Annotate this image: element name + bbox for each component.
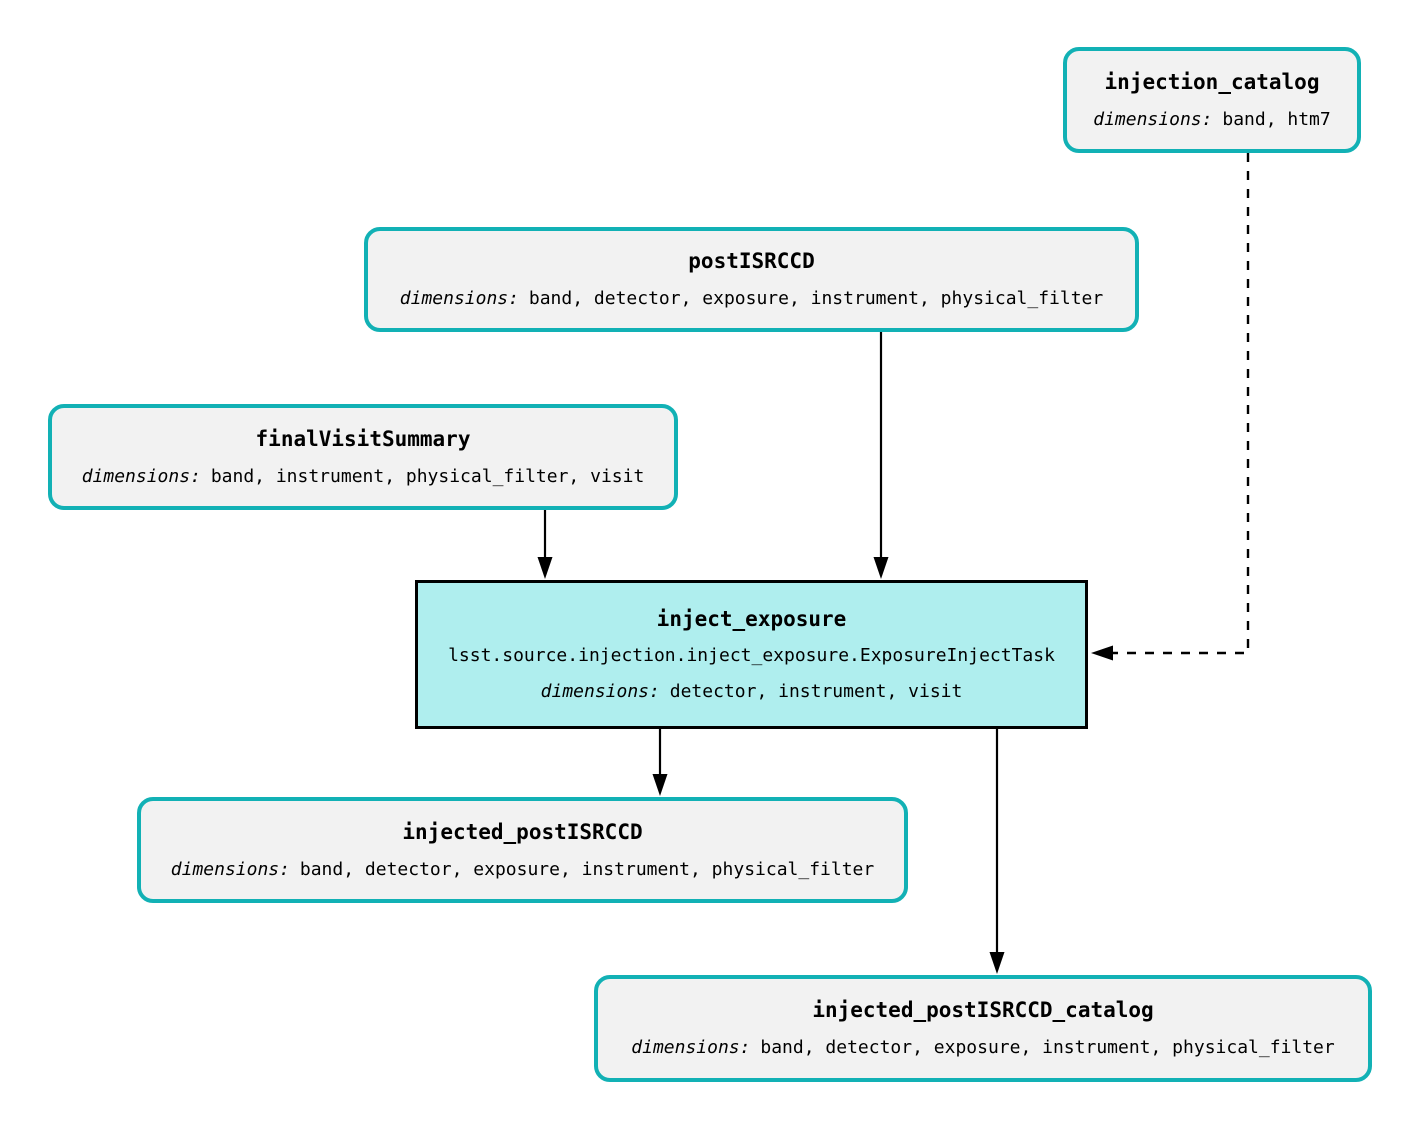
dimensions-value: band, detector, exposure, instrument, ph…: [760, 1037, 1335, 1058]
node-injected-postisrccd-catalog: injected_postISRCCD_catalog dimensions: b…: [594, 975, 1372, 1082]
dimensions-value: detector, instrument, visit: [669, 680, 963, 702]
node-title: injection_catalog: [1104, 69, 1320, 94]
node-injection-catalog: injection_catalog dimensions: band, htm7: [1063, 47, 1361, 153]
dimensions-label: dimensions:: [399, 288, 519, 309]
edge-inject-exposure-to-injected-postisrccd-catalog: [989, 729, 1005, 974]
edge-postisrccd-to-inject-exposure: [873, 331, 889, 579]
dimensions-label: dimensions:: [81, 465, 201, 487]
task-inject-exposure: inject_exposure lsst.source.injection.in…: [415, 580, 1088, 729]
node-injected-postisrccd: injected_postISRCCD dimensions: band, det…: [137, 797, 908, 903]
edge-finalvisitsummary-to-inject-exposure: [537, 510, 553, 579]
dimensions-label: dimensions:: [1093, 108, 1213, 130]
dimensions-value: band, htm7: [1222, 108, 1331, 130]
node-postisrccd: postISRCCD dimensions: band, detector, ex…: [364, 227, 1139, 332]
node-title: injected_postISRCCD_catalog: [812, 998, 1154, 1022]
node-dimensions: dimensions: band, detector, exposure, ins…: [400, 287, 1103, 311]
dimensions-label: dimensions:: [540, 680, 660, 702]
dimensions-label: dimensions:: [170, 858, 290, 880]
node-finalvisitsummary: finalVisitSummary dimensions: band, instr…: [48, 404, 678, 510]
task-title: inject_exposure: [656, 606, 847, 631]
node-dimensions: dimensions: band, htm7: [1093, 108, 1330, 132]
dimensions-value: band, instrument, physical_filter, visit: [210, 465, 645, 487]
edge-inject-exposure-to-injected-postisrccd: [652, 729, 668, 796]
task-dimensions: dimensions: detector, instrument, visit: [541, 680, 963, 704]
dimensions-value: band, detector, exposure, instrument, ph…: [528, 288, 1104, 309]
node-dimensions: dimensions: band, detector, exposure, ins…: [631, 1036, 1334, 1060]
task-class-path: lsst.source.injection.inject_exposure.Ex…: [448, 644, 1055, 666]
node-dimensions: dimensions: band, detector, exposure, ins…: [171, 858, 874, 882]
node-title: postISRCCD: [688, 249, 815, 273]
node-title: injected_postISRCCD: [402, 819, 643, 844]
dimensions-label: dimensions:: [631, 1037, 751, 1058]
node-dimensions: dimensions: band, instrument, physical_fi…: [82, 465, 645, 489]
node-title: finalVisitSummary: [255, 426, 471, 451]
dimensions-value: band, detector, exposure, instrument, ph…: [299, 858, 875, 880]
